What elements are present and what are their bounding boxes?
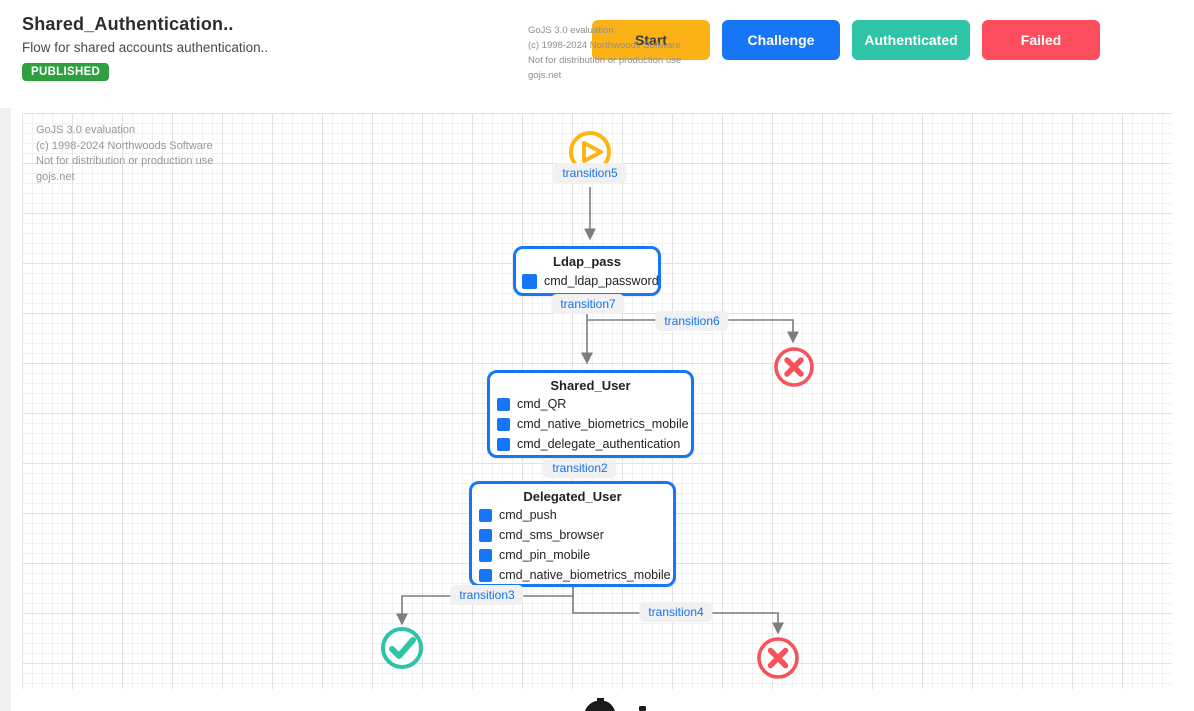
node-title: Shared_User bbox=[550, 378, 631, 393]
authenticated-button[interactable]: Authenticated bbox=[852, 20, 970, 60]
command-label: cmd_push bbox=[499, 508, 557, 522]
command-label: cmd_ldap_password bbox=[544, 274, 659, 288]
command-row[interactable]: cmd_sms_browser bbox=[472, 525, 673, 545]
node-title: Delegated_User bbox=[523, 489, 622, 504]
challenge-button[interactable]: Challenge bbox=[722, 20, 840, 60]
watermark-line: GoJS 3.0 evaluation bbox=[36, 124, 136, 136]
transition-label-6[interactable]: transition6 bbox=[655, 311, 729, 331]
command-icon bbox=[479, 508, 492, 522]
command-row[interactable]: cmd_push bbox=[472, 505, 673, 525]
command-icon bbox=[479, 568, 492, 582]
failed-node-icon-lower[interactable] bbox=[757, 637, 799, 679]
state-node-shared-user[interactable]: Shared_User cmd_QR cmd_native_biometrics… bbox=[487, 370, 694, 458]
command-label: cmd_native_biometrics_mobile bbox=[517, 417, 689, 431]
clipped-mark bbox=[639, 706, 646, 711]
command-label: cmd_QR bbox=[517, 397, 567, 411]
transition-label-5[interactable]: transition5 bbox=[553, 163, 627, 183]
command-label: cmd_pin_mobile bbox=[499, 548, 591, 562]
command-icon bbox=[497, 397, 510, 411]
state-node-ldap-pass[interactable]: Ldap_pass cmd_ldap_password bbox=[513, 246, 661, 296]
authenticated-node-icon[interactable] bbox=[381, 627, 423, 669]
x-icon bbox=[767, 647, 789, 669]
command-icon bbox=[497, 417, 510, 431]
start-button[interactable]: Start bbox=[592, 20, 710, 60]
play-icon bbox=[582, 141, 603, 163]
transition-label-2[interactable]: transition2 bbox=[543, 458, 617, 478]
state-node-delegated-user[interactable]: Delegated_User cmd_push cmd_sms_browser … bbox=[469, 481, 676, 587]
command-label: cmd_native_biometrics_mobile bbox=[499, 568, 671, 582]
command-label: cmd_delegate_authentication bbox=[517, 437, 681, 451]
transition-label-4[interactable]: transition4 bbox=[639, 602, 713, 622]
watermark-line: Not for distribution or production use bbox=[36, 155, 214, 167]
node-title: Ldap_pass bbox=[553, 254, 621, 269]
transition-label-3[interactable]: transition3 bbox=[450, 585, 524, 605]
command-label: cmd_sms_browser bbox=[499, 528, 604, 542]
command-row[interactable]: cmd_ldap_password bbox=[516, 271, 659, 291]
command-row[interactable]: cmd_delegate_authentication bbox=[490, 434, 691, 454]
command-icon bbox=[497, 437, 510, 451]
page-subtitle: Flow for shared accounts authentication.… bbox=[22, 40, 269, 55]
watermark-line: gojs.net bbox=[36, 170, 75, 183]
command-row[interactable]: cmd_native_biometrics_mobile bbox=[490, 414, 691, 434]
command-icon bbox=[522, 273, 537, 289]
status-badge: PUBLISHED bbox=[22, 63, 110, 81]
page-left-margin bbox=[0, 0, 11, 711]
transition-label-7[interactable]: transition7 bbox=[551, 294, 625, 314]
command-row[interactable]: cmd_QR bbox=[490, 394, 691, 414]
x-icon bbox=[784, 357, 804, 377]
clipped-icon bbox=[585, 698, 615, 711]
failed-button[interactable]: Failed bbox=[982, 20, 1100, 60]
gojs-watermark-canvas: GoJS 3.0 evaluation (c) 1998-2024 Northw… bbox=[36, 123, 213, 185]
failed-node-icon-upper[interactable] bbox=[774, 347, 814, 387]
page-title: Shared_Authentication.. bbox=[22, 14, 234, 34]
header: Shared_Authentication.. Flow for shared … bbox=[0, 0, 1194, 108]
watermark-line: (c) 1998-2024 Northwoods Software bbox=[36, 139, 213, 152]
watermark-line: gojs.net bbox=[528, 70, 562, 81]
check-icon bbox=[389, 637, 416, 659]
command-icon bbox=[479, 528, 492, 542]
command-row[interactable]: cmd_pin_mobile bbox=[472, 545, 673, 565]
command-row[interactable]: cmd_native_biometrics_mobile bbox=[472, 565, 673, 585]
command-icon bbox=[479, 548, 492, 562]
